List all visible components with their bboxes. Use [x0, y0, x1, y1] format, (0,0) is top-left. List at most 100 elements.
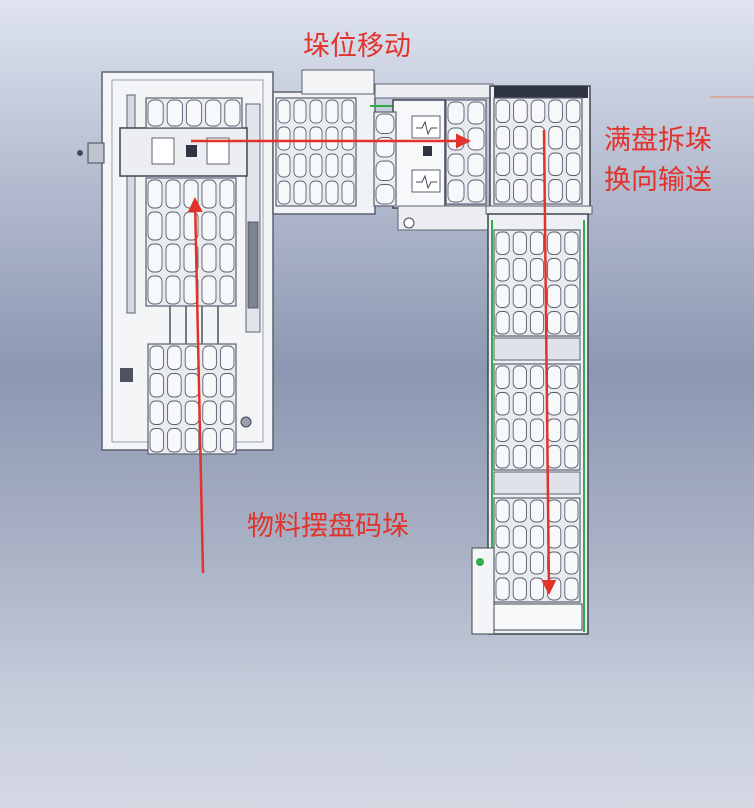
tray-cell	[564, 551, 579, 575]
tray-cell	[309, 126, 323, 151]
tray-grid	[145, 177, 237, 307]
tray-cell	[564, 577, 579, 601]
tray-grid	[145, 97, 243, 129]
tray-cell	[149, 428, 165, 453]
tray-cell	[512, 418, 527, 442]
tray-cell	[184, 400, 200, 425]
tray-cell	[547, 499, 562, 523]
tray-cell	[467, 153, 485, 177]
tray-cell	[165, 179, 181, 209]
tray-cell	[547, 311, 562, 335]
tray-cell	[147, 179, 163, 209]
tray-grid	[275, 97, 357, 207]
tray-cell	[224, 99, 241, 127]
tray-cell	[341, 153, 355, 178]
tray-cell	[495, 418, 510, 442]
tray-cell	[565, 179, 581, 203]
right-guide-slot	[247, 221, 259, 309]
tray-cell	[495, 258, 510, 282]
tray-cell	[202, 373, 217, 398]
tray-cell	[513, 126, 528, 150]
tray-cell	[184, 373, 200, 398]
shuttle-wave-icon-lower	[416, 174, 437, 190]
tray-cell	[529, 365, 545, 389]
tray-cell	[495, 179, 511, 203]
tray-cell	[201, 275, 217, 305]
tray-cell	[495, 284, 510, 308]
tray-cell	[201, 243, 217, 273]
gripper-head	[119, 127, 248, 177]
shuttle-foot-icon	[403, 217, 415, 229]
tray-cell	[165, 243, 181, 273]
tray-cell	[513, 152, 528, 176]
tray-cell	[219, 345, 235, 370]
tray-cell	[547, 231, 562, 255]
tray-cell	[219, 211, 235, 241]
tray-cell	[512, 392, 527, 416]
tray-cell	[341, 126, 355, 151]
tray-cell	[547, 392, 562, 416]
label-stack-move: 垛位移动	[303, 31, 411, 62]
tray-cell	[495, 551, 510, 575]
tray-cell	[564, 392, 579, 416]
tray-cell	[293, 99, 307, 124]
shuttle-sensor-icon	[423, 146, 432, 156]
tray-cell	[512, 231, 527, 255]
tray-cell	[201, 211, 217, 241]
tray-cell	[167, 373, 182, 398]
tray-cell	[547, 365, 562, 389]
tray-grid	[493, 363, 581, 471]
guide-rods	[169, 306, 219, 344]
tray-cell	[325, 153, 339, 178]
tray-grid	[493, 497, 581, 603]
tray-grid	[493, 229, 581, 337]
tray-cell	[147, 275, 163, 305]
tray-cell	[548, 99, 563, 123]
tray-cell	[564, 231, 579, 255]
tray-cell	[529, 258, 545, 282]
tray-cell	[565, 126, 581, 150]
tray-cell	[293, 180, 307, 205]
tray-cell	[325, 126, 339, 151]
tray-cell	[530, 179, 546, 203]
tray-cell	[165, 211, 181, 241]
tray-cell	[375, 160, 395, 181]
tray-cell	[530, 99, 546, 123]
tray-cell	[529, 418, 545, 442]
tray-cell	[167, 428, 182, 453]
tray-cell	[165, 275, 181, 305]
tray-cell	[183, 243, 199, 273]
tray-cell	[564, 525, 579, 549]
tray-cell	[277, 99, 291, 124]
tray-cell	[293, 126, 307, 151]
tray-grid	[373, 111, 397, 207]
tray-cell	[309, 180, 323, 205]
tray-cell	[512, 577, 527, 601]
tray-cell	[467, 179, 485, 203]
tray-cell	[495, 392, 510, 416]
tray-cell	[149, 400, 165, 425]
tray-cell	[293, 153, 307, 178]
tray-cell	[375, 113, 395, 134]
tray-cell	[548, 179, 563, 203]
tray-cell	[512, 311, 527, 335]
tray-cell	[529, 525, 545, 549]
tray-cell	[325, 180, 339, 205]
tray-cell	[529, 392, 545, 416]
tray-cell	[529, 284, 545, 308]
tray-cell	[219, 275, 235, 305]
tray-cell	[529, 311, 545, 335]
tray-cell	[529, 499, 545, 523]
tray-cell	[513, 99, 528, 123]
tray-cell	[512, 365, 527, 389]
tray-cell	[564, 499, 579, 523]
tray-cell	[201, 179, 217, 209]
tray-cell	[219, 400, 235, 425]
tray-cell	[309, 99, 323, 124]
tray-cell	[564, 311, 579, 335]
tray-cell	[202, 428, 217, 453]
flow-arrow-down	[541, 129, 557, 595]
tray-cell	[149, 345, 165, 370]
tray-cell	[147, 243, 163, 273]
tray-cell	[564, 365, 579, 389]
